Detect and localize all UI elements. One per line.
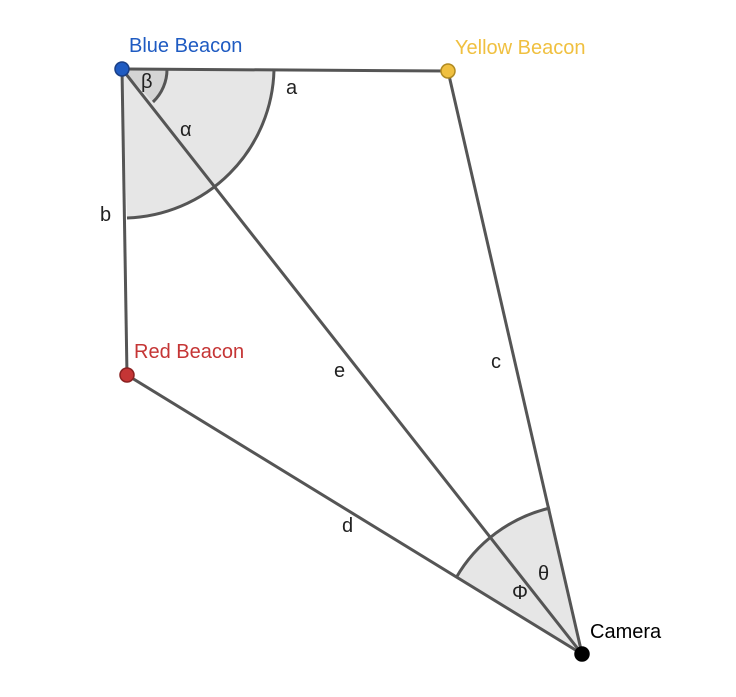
angle-phi-label: Φ xyxy=(512,582,528,604)
angle-alpha-label: α xyxy=(180,119,192,141)
segment-a xyxy=(121,67,449,73)
angle-phi-theta-arc xyxy=(454,506,551,579)
yellow-beacon-point[interactable] xyxy=(440,63,456,79)
angle-beta-label: β xyxy=(141,71,153,93)
segment-b xyxy=(120,68,129,376)
red-beacon-label: Red Beacon xyxy=(134,341,244,363)
angle-alpha-arc xyxy=(126,69,276,220)
blue-beacon-point[interactable] xyxy=(114,61,130,77)
segment-d-label: d xyxy=(342,515,353,537)
segment-b-label: b xyxy=(100,204,111,226)
segment-c xyxy=(446,70,584,655)
camera-label: Camera xyxy=(590,621,662,643)
segment-a-label: a xyxy=(286,77,298,99)
segment-e xyxy=(120,68,584,655)
angle-theta-label: θ xyxy=(538,563,549,585)
segment-e-label: e xyxy=(334,360,345,382)
red-beacon-point[interactable] xyxy=(119,367,135,383)
yellow-beacon-label: Yellow Beacon xyxy=(455,37,585,59)
angle-alpha-sector xyxy=(122,69,274,218)
angle-beta-arc xyxy=(151,68,169,104)
blue-beacon-label: Blue Beacon xyxy=(129,35,242,57)
segment-d xyxy=(126,373,583,656)
angle-phi-theta-sector xyxy=(456,508,582,654)
angle-beta-sector xyxy=(122,69,168,102)
segment-c-label: c xyxy=(491,351,501,373)
camera-point[interactable] xyxy=(574,646,590,662)
